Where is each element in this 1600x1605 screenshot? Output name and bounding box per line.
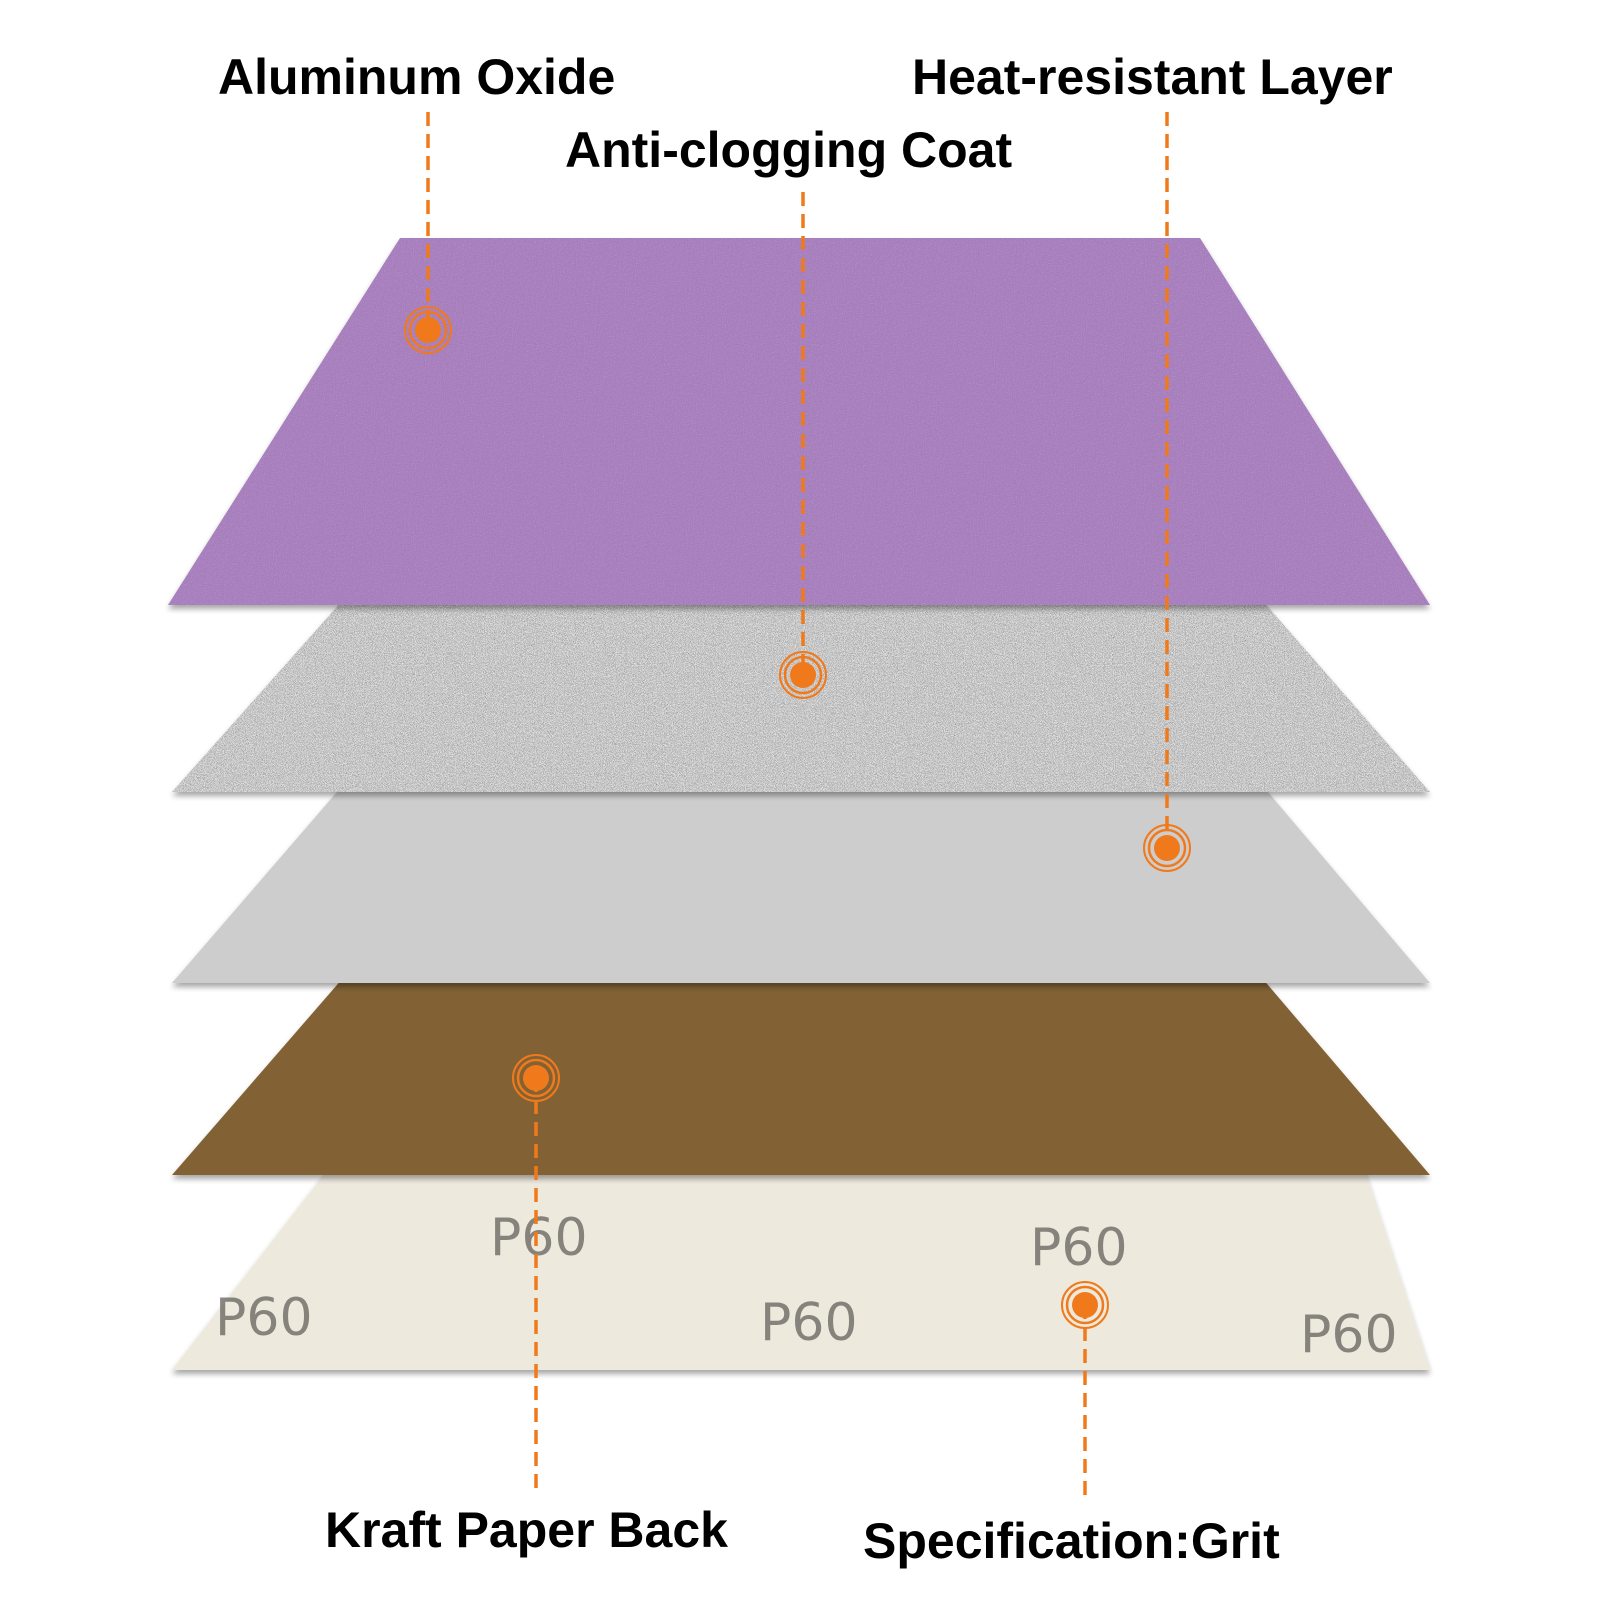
aluminum-oxide-layer xyxy=(168,238,1430,605)
anti-clogging-layer xyxy=(172,600,1430,792)
marker-anti-clogging xyxy=(779,651,827,699)
label-anti-clogging-coat: Anti-clogging Coat xyxy=(565,122,1013,178)
marker-kraft-paper xyxy=(512,1054,560,1102)
label-kraft-paper-back: Kraft Paper Back xyxy=(325,1502,728,1558)
marker-heat-resistant xyxy=(1143,824,1191,872)
grit-print-group: P60 P60 P60 P60 P60 xyxy=(215,1208,1398,1365)
label-specification-grit: Specification:Grit xyxy=(863,1513,1280,1569)
label-aluminum-oxide: Aluminum Oxide xyxy=(218,49,616,105)
marker-aluminum-oxide xyxy=(404,306,452,354)
heat-resistant-layer xyxy=(172,785,1430,983)
grit-print-5: P60 xyxy=(1300,1305,1398,1365)
kraft-paper-layer xyxy=(172,978,1430,1175)
grit-print-3: P60 xyxy=(215,1288,313,1348)
grit-print-4: P60 xyxy=(760,1293,858,1353)
marker-specification xyxy=(1061,1281,1109,1329)
label-heat-resistant-layer: Heat-resistant Layer xyxy=(912,49,1393,105)
backing-paper-layer xyxy=(172,1150,1430,1370)
leader-lines xyxy=(426,112,1169,1500)
grit-print-2: P60 xyxy=(1030,1218,1128,1278)
grit-print-1: P60 xyxy=(490,1208,588,1268)
